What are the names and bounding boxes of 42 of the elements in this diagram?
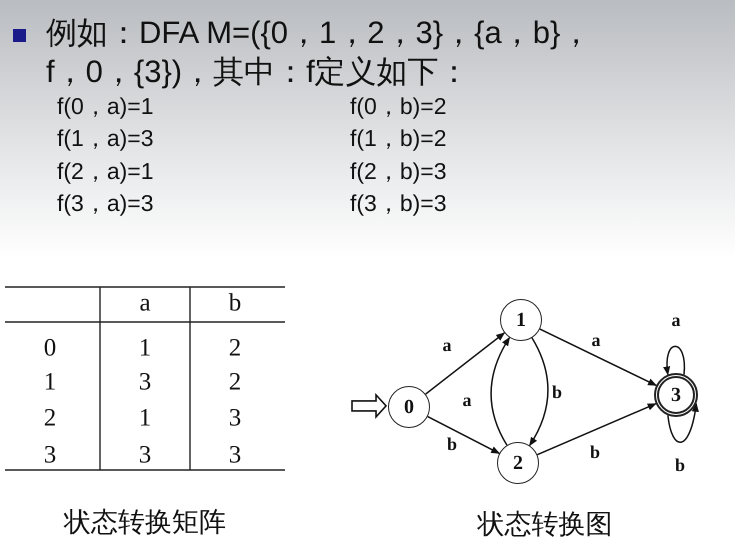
function-definition: f(0，b)=2 xyxy=(350,92,447,121)
function-definition: f(3，b)=3 xyxy=(350,189,447,218)
edge-label: a xyxy=(462,391,472,409)
table-entry: 3 xyxy=(228,403,242,434)
table-entry: 1 xyxy=(44,367,56,398)
transition-arrow xyxy=(537,403,657,456)
table-entry: a xyxy=(139,288,151,318)
edge-label: a xyxy=(672,311,680,329)
transition-arrow xyxy=(490,336,510,446)
function-definition: f(2，a)=1 xyxy=(57,157,154,186)
table-entry: 0 xyxy=(44,333,56,364)
edge-label: b xyxy=(590,443,600,461)
edge-label: a xyxy=(442,336,452,354)
table-entry: 2 xyxy=(228,367,242,398)
function-definition: f(0，a)=1 xyxy=(57,92,154,121)
edge-label: b xyxy=(675,456,685,474)
function-definition: f(1，a)=3 xyxy=(57,124,154,153)
table-entry: 3 xyxy=(138,367,152,398)
table-entry: b xyxy=(228,288,242,318)
transition-arrow xyxy=(528,338,549,446)
table-entry: 2 xyxy=(228,333,242,364)
transition-arrow xyxy=(540,328,657,386)
table-entry: 3 xyxy=(138,440,152,470)
table-entry: 2 xyxy=(44,403,56,434)
function-definition: f(1，b)=2 xyxy=(350,124,447,153)
function-definition: f(3，a)=3 xyxy=(57,189,154,218)
table-entry: 3 xyxy=(44,440,56,470)
edge-label: b xyxy=(447,435,457,453)
table-entry: 1 xyxy=(138,333,152,364)
transition-arrow xyxy=(427,416,500,454)
edge-label: b xyxy=(552,383,562,401)
start-arrow xyxy=(351,392,388,419)
table-entry: 3 xyxy=(228,440,242,470)
self-loop-arrow xyxy=(667,402,699,443)
diagram-caption: 状态转换图 xyxy=(478,508,612,542)
table-entry: 1 xyxy=(138,403,152,434)
function-definition: f(2，b)=3 xyxy=(350,157,447,186)
transition-arrow xyxy=(425,332,506,395)
bullet-text: 例如：DFA M=({0，1，2，3}，{a，b}，f，0，{3})，其中：f定义如下： xyxy=(46,14,592,91)
edge-label: a xyxy=(592,331,600,349)
self-loop-arrow xyxy=(664,346,686,376)
diagram-caption: 状态转换矩阵 xyxy=(64,506,226,540)
